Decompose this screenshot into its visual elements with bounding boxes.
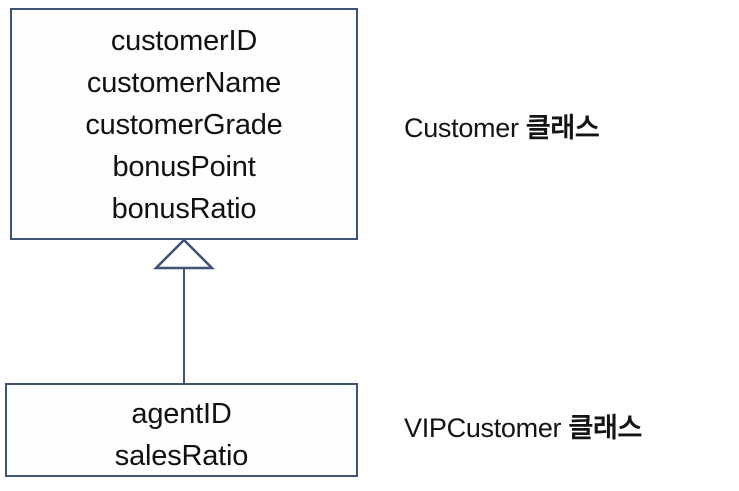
superclass-caption-suffix: 클래스	[525, 113, 600, 143]
attribute-row: agentID	[131, 398, 232, 430]
attribute-row: customerName	[86, 67, 282, 99]
attribute-row: bonusPoint	[112, 151, 256, 183]
superclass-caption-name: Customer	[404, 113, 519, 143]
subclass-box[interactable]: agentID salesRatio	[5, 383, 358, 477]
attribute-row: salesRatio	[114, 440, 249, 472]
attribute-row: bonusRatio	[111, 193, 257, 225]
subclass-caption-suffix: 클래스	[568, 413, 643, 443]
superclass-box[interactable]: customerID customerName customerGrade bo…	[10, 8, 358, 240]
attribute-row: customerGrade	[85, 109, 283, 141]
subclass-caption-name: VIPCustomer	[404, 413, 562, 443]
attribute-row: customerID	[110, 25, 258, 57]
superclass-caption: Customer 클래스	[404, 106, 600, 145]
subclass-caption: VIPCustomer 클래스	[404, 406, 642, 445]
generalization-arrow-icon	[152, 238, 216, 386]
